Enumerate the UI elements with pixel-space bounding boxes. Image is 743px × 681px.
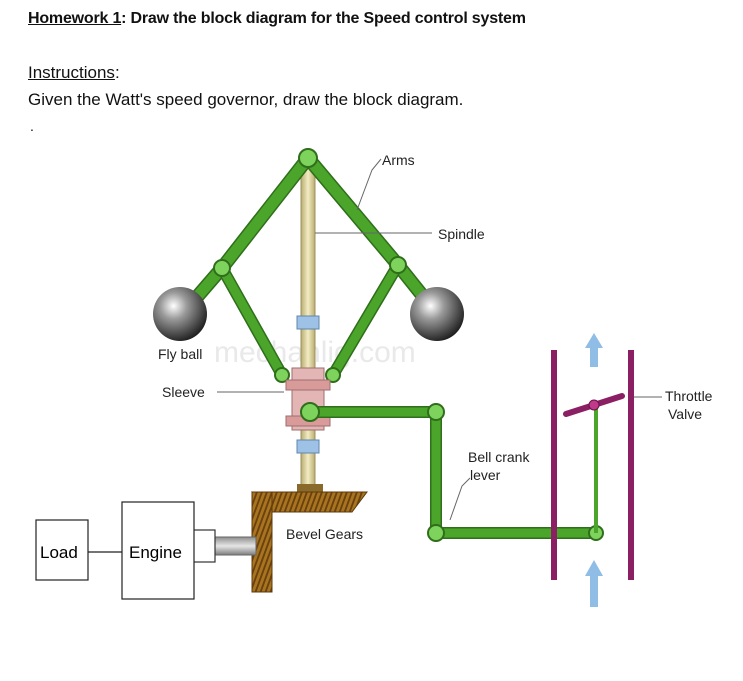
fly-ball-label: Fly ball xyxy=(158,346,202,362)
pivot-joints xyxy=(213,148,407,383)
upper-collar xyxy=(296,315,320,330)
engine-block xyxy=(121,501,195,600)
lower-links xyxy=(216,259,404,381)
load-label: Load xyxy=(40,543,78,562)
bevel-gears xyxy=(250,484,368,593)
flow-arrow-top xyxy=(585,333,603,367)
coupling-flange xyxy=(192,529,216,563)
leader-lines xyxy=(217,158,662,521)
flow-arrow-bottom xyxy=(585,560,603,607)
bell-crank-lever xyxy=(300,402,604,542)
bevel-gears-label: Bevel Gears xyxy=(286,526,363,542)
drive-shaft xyxy=(213,536,257,556)
homework-title-rest: : Draw the block diagram for the Speed c… xyxy=(121,10,526,27)
instructions-heading: Instructions: xyxy=(28,63,120,83)
instructions-colon: : xyxy=(114,63,120,82)
throttle-label-line1: Throttle xyxy=(665,388,713,404)
throttle-label-line2: Valve xyxy=(668,406,702,422)
homework-title-prefix: Homework 1 xyxy=(28,10,122,27)
spindle-label: Spindle xyxy=(438,226,485,242)
homework-title: Homework 1: Draw the block diagram for t… xyxy=(28,10,526,28)
bell-crank-label-line1: Bell crank xyxy=(468,449,530,465)
bullet-dot: . xyxy=(30,118,34,134)
sleeve-label: Sleeve xyxy=(162,384,205,400)
arms-label: Arms xyxy=(382,152,415,168)
throttle-pivot xyxy=(588,399,600,411)
pipe-wall-left xyxy=(551,350,557,580)
instructions-text: Given the Watt's speed governor, draw th… xyxy=(28,90,464,109)
instructions-label: Instructions xyxy=(28,63,115,82)
fly-ball-right xyxy=(410,287,464,341)
lower-collar xyxy=(296,439,320,454)
bell-crank-label-line2: lever xyxy=(470,467,501,483)
load-block xyxy=(35,519,89,581)
engine-label: Engine xyxy=(129,543,182,562)
fly-ball-left xyxy=(153,287,207,341)
pipe-wall-right xyxy=(628,350,634,580)
